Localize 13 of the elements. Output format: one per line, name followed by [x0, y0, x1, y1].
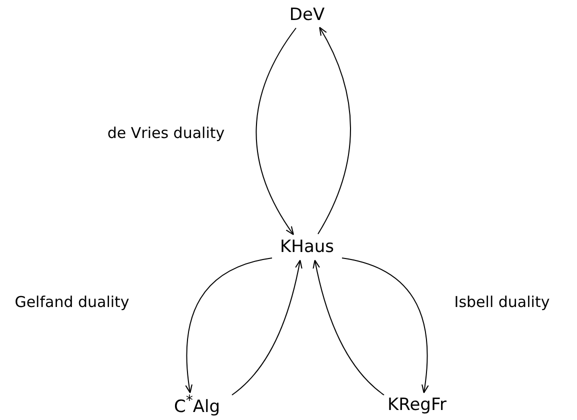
edge-label: de Vries duality	[107, 124, 225, 142]
arrow	[185, 258, 272, 394]
node-label: C$^{*}$Alg	[170, 391, 224, 419]
node-label: KHaus	[277, 235, 337, 259]
arrow	[342, 258, 429, 394]
edge-label: Isbell duality	[454, 293, 550, 311]
node-label: DeV	[286, 3, 328, 27]
node-label: KRegFr	[384, 393, 450, 417]
arrow	[256, 28, 296, 236]
arrow	[232, 260, 302, 396]
edge-label: Gelfand duality	[14, 293, 130, 311]
arrow	[312, 260, 384, 396]
arrow	[318, 26, 351, 234]
